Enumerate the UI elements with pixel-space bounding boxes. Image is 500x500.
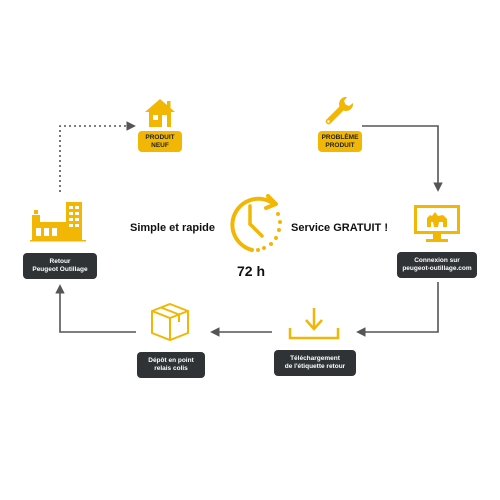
step-return-label: Retour Peugeot Outillage (23, 253, 97, 279)
step-download-label: Téléchargement de l'étiquette retour (274, 350, 356, 376)
arrow-problem-to-connection (362, 125, 443, 192)
factory-icon (30, 202, 86, 242)
clock-icon (230, 194, 282, 252)
duration-text: 72 h (237, 263, 266, 279)
simple-rapid-text: Simple et rapide (130, 222, 215, 234)
arrow-connection-to-download (356, 282, 439, 337)
step-new-product-label: PRODUIT NEUF (138, 131, 182, 152)
monitor-icon (414, 205, 460, 242)
arrow-dropoff-to-return (55, 284, 136, 333)
download-icon (288, 308, 340, 340)
step-connection-label: Connexion sur peugeot-outillage.com (397, 252, 477, 278)
step-problem-label: PROBLÈME PRODUIT (318, 131, 362, 152)
free-service-text: Service GRATUIT ! (291, 222, 388, 234)
wrench-icon (325, 96, 354, 125)
step-dropoff-label: Dépôt en point relais colis (137, 352, 205, 378)
arrow-return-to-new-product (59, 121, 136, 192)
package-icon (151, 302, 189, 342)
house-icon (145, 99, 175, 127)
